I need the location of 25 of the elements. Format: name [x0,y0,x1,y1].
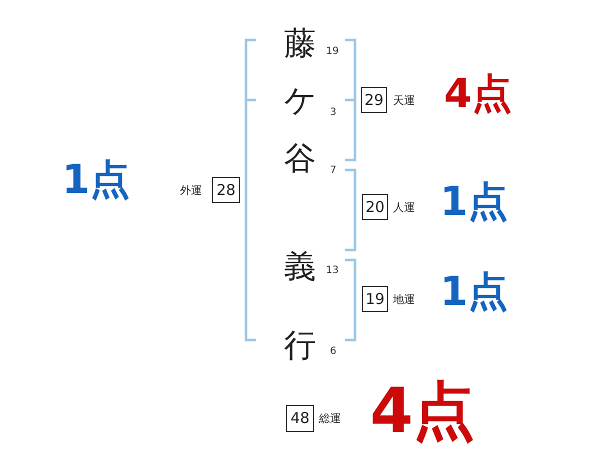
boxed-number: 29 [361,87,387,113]
score-text: 1点 [440,272,508,312]
stroke-count: 7 [330,166,336,176]
name-character: 谷 [284,142,316,174]
score-text: 4点 [444,74,512,114]
boxed-number: 28 [212,177,240,203]
name-character: 義 [284,250,316,282]
stroke-count: 13 [326,266,339,276]
boxed-number: 48 [286,405,314,432]
score-text: 4点 [370,380,476,442]
score-text: 1点 [62,160,130,200]
fortune-label: 人運 [393,202,415,213]
name-character: 行 [284,329,316,361]
stroke-count: 19 [326,47,339,57]
fortune-label: 外運 [180,185,202,196]
fortune-label: 地運 [393,294,415,305]
stroke-count: 3 [330,108,336,118]
name-character: 藤 [284,27,316,59]
fortune-label: 天運 [393,95,415,106]
boxed-number: 20 [362,194,388,220]
name-character: ケ [284,84,317,116]
score-text: 1点 [440,182,508,222]
boxed-number: 19 [362,286,388,312]
stroke-count: 6 [330,347,336,357]
fortune-label: 総運 [319,413,341,424]
